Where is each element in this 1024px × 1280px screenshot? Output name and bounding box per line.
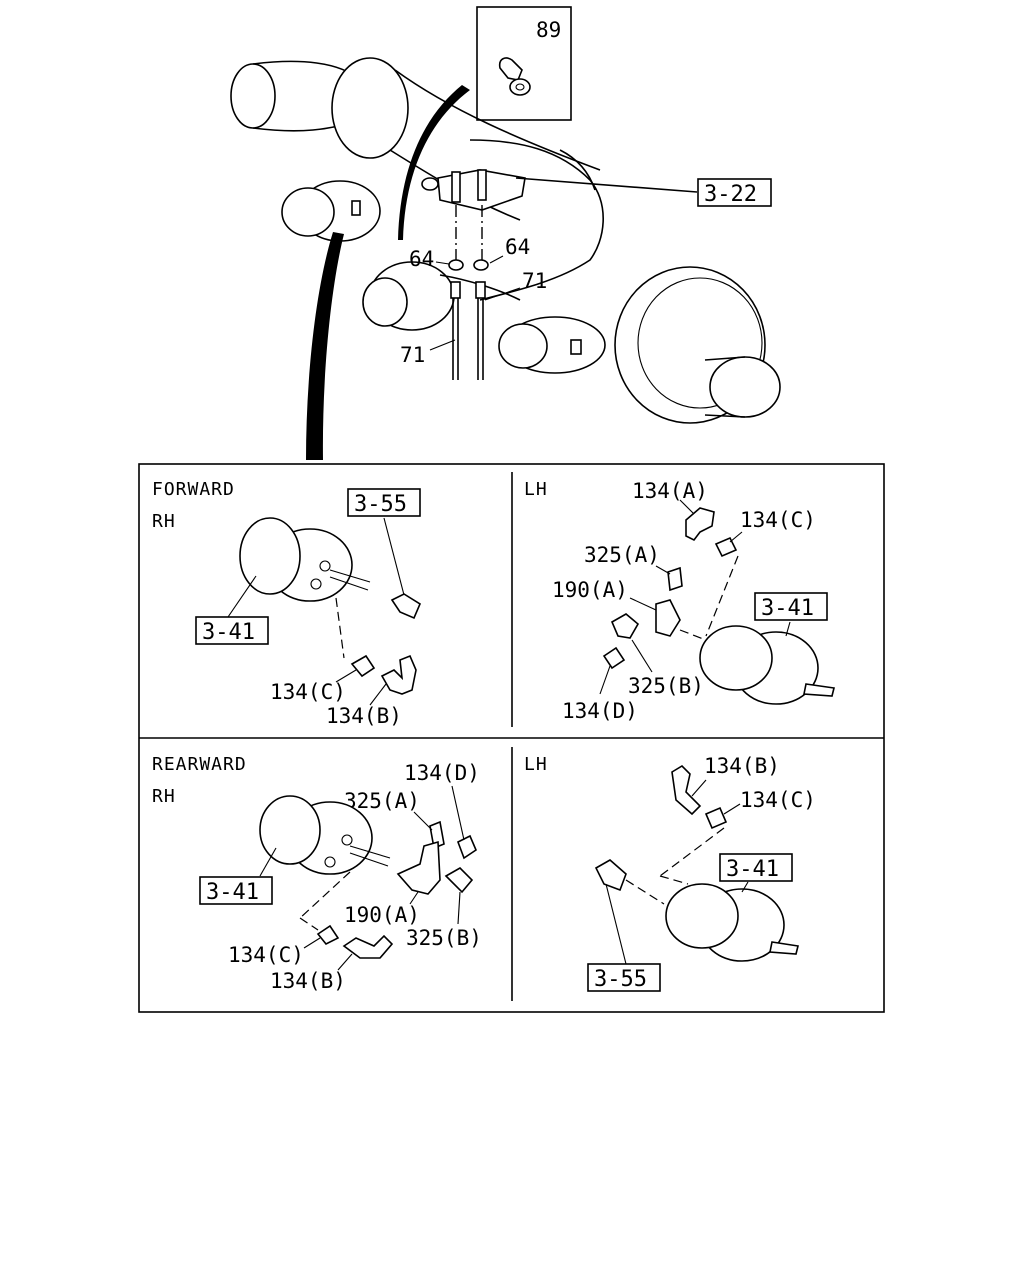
part-number-64-right: 64 bbox=[505, 235, 530, 259]
panel-forward-rh: FORWARD RH 3-55 3-41 134(C) 134(B) bbox=[152, 479, 422, 728]
part-number-134d: 134(D) bbox=[404, 761, 480, 785]
part-number-325a: 325(A) bbox=[344, 789, 420, 813]
part-number-325b: 325(B) bbox=[628, 674, 704, 698]
part-number-71-upper: 71 bbox=[522, 269, 547, 293]
callout-89-detail: 89 bbox=[476, 6, 572, 121]
detail-frame bbox=[138, 463, 885, 1013]
ref-3-41: 3-41 bbox=[726, 857, 779, 882]
part-number-325b: 325(B) bbox=[406, 926, 482, 950]
part-number-134c: 134(C) bbox=[740, 788, 816, 812]
part-number-134c: 134(C) bbox=[270, 680, 346, 704]
part-number-134b: 134(B) bbox=[326, 704, 402, 728]
part-number-190a: 190(A) bbox=[552, 578, 628, 602]
part-number-134a: 134(A) bbox=[632, 479, 708, 503]
panel-heading-lh: LH bbox=[524, 754, 548, 775]
ref-3-41: 3-41 bbox=[206, 880, 259, 905]
ref-3-41: 3-41 bbox=[202, 620, 255, 645]
part-number-134b: 134(B) bbox=[704, 754, 780, 778]
panel-heading-forward: FORWARD bbox=[152, 479, 235, 500]
part-number-134c: 134(C) bbox=[740, 508, 816, 532]
part-number-190a: 190(A) bbox=[344, 903, 420, 927]
part-number-134c: 134(C) bbox=[228, 943, 304, 967]
panel-forward-lh: LH 134(A) 134(C) 325(A) 190(A) 325(B) 13… bbox=[524, 479, 835, 723]
part-number-89: 89 bbox=[536, 18, 561, 42]
panel-heading-rearward: REARWARD bbox=[152, 754, 247, 775]
axle-assembly-drawing bbox=[230, 57, 781, 460]
svg-text:3-22: 3-22 bbox=[704, 182, 757, 207]
panel-heading-rh: RH bbox=[152, 786, 176, 807]
part-number-64-left: 64 bbox=[409, 247, 434, 271]
ref-box-3-22: 3-22 bbox=[697, 178, 772, 207]
panel-heading-lh: LH bbox=[524, 479, 548, 500]
part-number-325a: 325(A) bbox=[584, 543, 660, 567]
ref-3-41: 3-41 bbox=[761, 596, 814, 621]
panel-heading-rh: RH bbox=[152, 511, 176, 532]
part-number-71-lower: 71 bbox=[400, 343, 425, 367]
part-number-134b: 134(B) bbox=[270, 969, 346, 993]
panel-rearward-rh: REARWARD RH 134(D) 325(A) 190(A) 325(B) … bbox=[152, 754, 482, 993]
part-number-134d: 134(D) bbox=[562, 699, 638, 723]
ref-3-55: 3-55 bbox=[354, 492, 407, 517]
panel-rearward-lh: LH 134(B) 134(C) 3-55 3-41 bbox=[524, 754, 816, 992]
ref-3-55: 3-55 bbox=[594, 967, 647, 992]
